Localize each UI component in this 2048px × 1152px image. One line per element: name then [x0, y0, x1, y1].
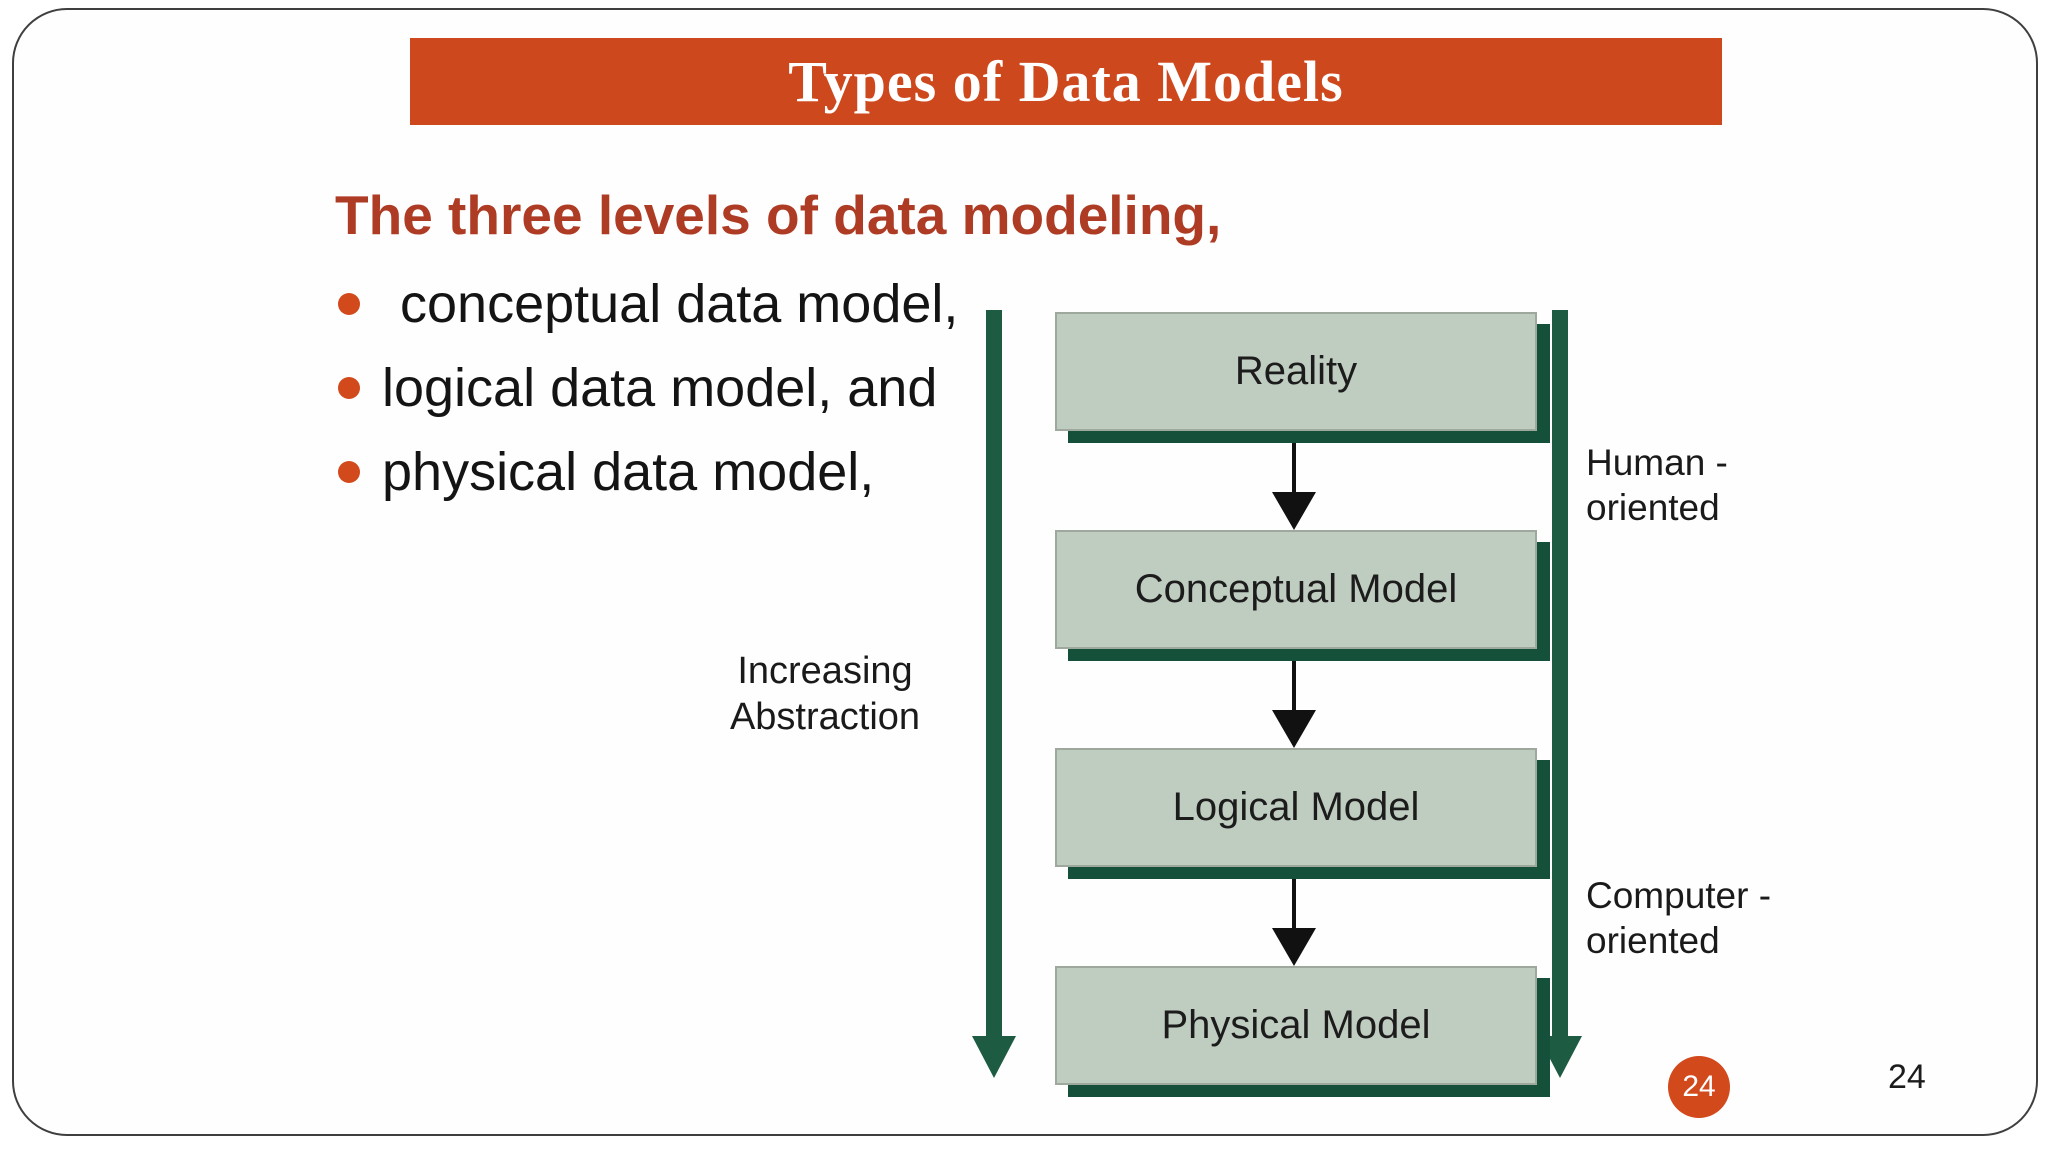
label-line: Abstraction [729, 696, 921, 738]
down-arrow-icon [1272, 658, 1316, 748]
arrow-shaft [1552, 310, 1568, 1036]
flow-box-reality: Reality [1055, 312, 1537, 431]
page-number: 24 [1888, 1058, 1926, 1096]
arrow-head [1538, 1036, 1582, 1078]
label-line: oriented [1586, 920, 1720, 961]
box-label: Logical Model [1172, 785, 1420, 829]
orientation-arrow-right-icon [1538, 310, 1582, 1078]
badge-text: 24 [1682, 1070, 1716, 1103]
arrow-shaft [1292, 440, 1296, 492]
bullet-label: logical data model, and [382, 358, 938, 418]
arrow-shaft [1292, 876, 1296, 928]
flow-box-logical-model: Logical Model [1055, 748, 1537, 867]
down-arrow-icon [1272, 440, 1316, 530]
title-bar: Types of Data Models [410, 38, 1722, 125]
bullet-item-logical: logical data model, and [338, 346, 958, 430]
slide-title: Types of Data Models [788, 49, 1344, 114]
bullet-item-conceptual: conceptual data model, [338, 262, 958, 346]
label-computer-oriented: Computer - oriented [1586, 873, 1771, 963]
box-label: Conceptual Model [1134, 567, 1458, 611]
arrow-shaft [986, 310, 1002, 1036]
bullet-dot-icon [338, 461, 360, 483]
bullet-item-physical: physical data model, [338, 430, 958, 514]
flow-box-physical-model: Physical Model [1055, 966, 1537, 1085]
box-label: Reality [1234, 349, 1358, 393]
label-increasing-abstraction: Increasing Abstraction [690, 648, 960, 740]
label-human-oriented: Human - oriented [1586, 440, 1728, 530]
label-line: Human - [1586, 442, 1728, 483]
label-line: Computer - [1586, 875, 1772, 916]
bullet-label: physical data model, [382, 442, 875, 502]
section-heading: The three levels of data modeling, [335, 184, 1222, 246]
bullet-list: conceptual data model, logical data mode… [338, 262, 958, 514]
label-line: Increasing [737, 650, 913, 692]
page-number-badge: 24 [1668, 1056, 1730, 1118]
down-arrow-icon [1272, 876, 1316, 966]
arrow-shaft [1292, 658, 1296, 710]
box-label: Physical Model [1161, 1003, 1431, 1047]
arrow-head [972, 1036, 1016, 1078]
slide-frame [12, 8, 2038, 1136]
bullet-label: conceptual data model, [400, 274, 959, 334]
flow-box-conceptual-model: Conceptual Model [1055, 530, 1537, 649]
arrow-head [1272, 928, 1316, 966]
abstraction-arrow-left-icon [972, 310, 1016, 1078]
arrow-head [1272, 710, 1316, 748]
bullet-dot-icon [338, 293, 360, 315]
arrow-head [1272, 492, 1316, 530]
bullet-dot-icon [338, 377, 360, 399]
label-line: oriented [1586, 487, 1720, 528]
